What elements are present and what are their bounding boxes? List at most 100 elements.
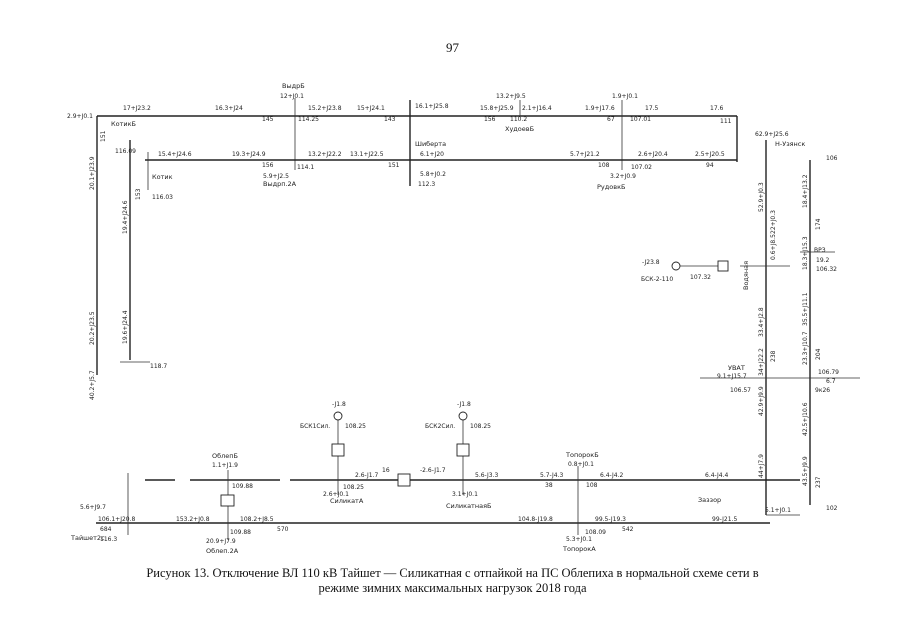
substation-label: Шиберта xyxy=(415,140,446,148)
substation-label: ОблепБ xyxy=(212,452,238,460)
node-label: 109.88 xyxy=(232,483,253,490)
flow-label: 151 xyxy=(388,162,400,169)
node-label: 106.57 xyxy=(730,387,751,394)
node-label: 108.25 xyxy=(343,484,364,491)
node-label: 106.79 xyxy=(818,369,839,376)
flow-label: 19.4+J24.6 xyxy=(122,200,129,234)
bsk1-switch xyxy=(331,443,345,457)
bsk2-switch xyxy=(717,260,729,272)
flow-label: 15+J24.1 xyxy=(357,105,385,112)
oblep-transformer xyxy=(220,494,235,507)
flow-label: 570 xyxy=(277,526,289,533)
node-label: 118.7 xyxy=(150,363,167,370)
flow-label: 62.9+J25.6 xyxy=(755,131,789,138)
substation-label: БСК2Сил. xyxy=(425,423,455,430)
flow-label: 6.7 xyxy=(826,378,836,385)
node-label: 109.88 xyxy=(230,529,251,536)
flow-label: 17.6 xyxy=(710,105,724,112)
substation-label: КотикБ xyxy=(111,120,136,128)
flow-label: 5.8+J0.2 xyxy=(420,171,446,178)
flow-label: 542 xyxy=(622,526,634,533)
node-label: 106 xyxy=(826,155,838,162)
flow-label: 34+J22.2 xyxy=(758,348,765,376)
flow-label: 40.2+J5.7 xyxy=(89,370,96,400)
flow-label: 2.6-J1.7 xyxy=(355,472,379,479)
node-label: 116.09 xyxy=(115,148,136,155)
flow-label: 38 xyxy=(545,482,553,489)
substation-label: Н-Узянск xyxy=(775,140,805,148)
substation-label: РудовкБ xyxy=(597,183,625,191)
node-label: 108 xyxy=(586,482,598,489)
flow-label: 67 xyxy=(607,116,615,123)
flow-label: 35.5+J11.1 xyxy=(802,292,809,326)
substation-label: Заззор xyxy=(698,496,721,504)
section-switch xyxy=(397,473,411,487)
flow-label: 43.5+J9.9 xyxy=(802,456,809,486)
substation-label: Водяная xyxy=(742,261,750,290)
flow-label: 23.3+J10.7 xyxy=(802,331,809,365)
flow-label: 13.1+J22.5 xyxy=(350,151,384,158)
flow-label: 156 xyxy=(262,162,274,169)
flow-label: 153 xyxy=(135,188,142,200)
flow-label: 2.5+J20.5 xyxy=(695,151,725,158)
flow-label: 2.6+J0.1 xyxy=(323,491,349,498)
substation-label: ХудоевБ xyxy=(505,125,534,133)
node-label: 108.25 xyxy=(345,423,366,430)
flow-label: 6.4-J4.2 xyxy=(600,472,624,479)
flow-label: 2.9+J0.1 xyxy=(67,113,93,120)
node-label: 108.09 xyxy=(585,529,606,536)
flow-label: 1.9+J0.1 xyxy=(612,93,638,100)
flow-label: 52.9+J0.3 xyxy=(758,182,765,212)
substation-label: Выдрп.2А xyxy=(263,180,297,188)
flow-label: 42.9+J9.9 xyxy=(758,386,765,416)
page-number: 97 xyxy=(446,40,459,55)
flow-label: 204 xyxy=(815,348,822,360)
substation-label: Тайшет2с xyxy=(70,534,105,542)
node-label: 111 xyxy=(720,118,732,125)
flow-label: 108.2+J8.5 xyxy=(240,516,274,523)
flow-label: 237 xyxy=(815,476,822,488)
flow-label: 5.3+J0.1 xyxy=(566,536,592,543)
bsk2s-capacitor-icon xyxy=(458,411,468,421)
flow-label: 20.1+J23.9 xyxy=(89,156,96,190)
substation-label: ВРЗ xyxy=(814,247,826,254)
flow-label: 18.4+J13.2 xyxy=(802,174,809,208)
bsk2-capacitor-icon xyxy=(671,261,681,271)
flow-label: 143 xyxy=(384,116,396,123)
flow-label: 5.7-J4.3 xyxy=(540,472,564,479)
flow-label: 19.6+J24.4 xyxy=(122,310,129,344)
bsk1-capacitor-icon xyxy=(333,411,343,421)
node-label: 112.3 xyxy=(418,181,435,188)
flow-label: 106.1+J20.8 xyxy=(98,516,136,523)
flow-label: 3.1+J0.1 xyxy=(452,491,478,498)
flow-label: 2.6+J20.4 xyxy=(638,151,668,158)
node-label: 108.25 xyxy=(470,423,491,430)
flow-label: 0.6+J8.5 xyxy=(770,234,777,260)
flow-label: 6.1+J20 xyxy=(420,151,444,158)
substation-label: УВАТ xyxy=(728,364,745,372)
node-label: 114.1 xyxy=(297,164,314,171)
node-label: 107.32 xyxy=(690,274,711,281)
substation-label: ТопорокА xyxy=(562,545,596,553)
flow-label: -J1.8 xyxy=(457,401,471,408)
flow-label: 13.2+J9.5 xyxy=(496,93,526,100)
flow-label: 15.4+J24.6 xyxy=(158,151,192,158)
node-label: 110.2 xyxy=(510,116,527,123)
flow-label: 9.1+J15.7 xyxy=(717,373,747,380)
flow-label: 108 xyxy=(598,162,610,169)
flow-label: 33.4+J2.8 xyxy=(758,307,765,337)
node-label: 9к26 xyxy=(815,387,830,394)
flow-label: 20.2+J23.5 xyxy=(89,311,96,345)
flow-label: 0.8+J0.1 xyxy=(568,461,594,468)
substation-label: СиликатА xyxy=(330,497,364,505)
node-label: 107.01 xyxy=(630,116,651,123)
flow-label: 5.9+J2.5 xyxy=(263,173,289,180)
substation-label: БСК1Сил. xyxy=(300,423,330,430)
flow-label: 15.2+J23.8 xyxy=(308,105,342,112)
flow-label: 151 xyxy=(100,130,107,142)
flow-label: 145 xyxy=(262,116,274,123)
flow-label: 16 xyxy=(382,467,390,474)
node-label: 114.25 xyxy=(298,116,319,123)
flow-label: 99.5-J19.3 xyxy=(595,516,626,523)
flow-label: 1.1+J1.9 xyxy=(212,462,238,469)
